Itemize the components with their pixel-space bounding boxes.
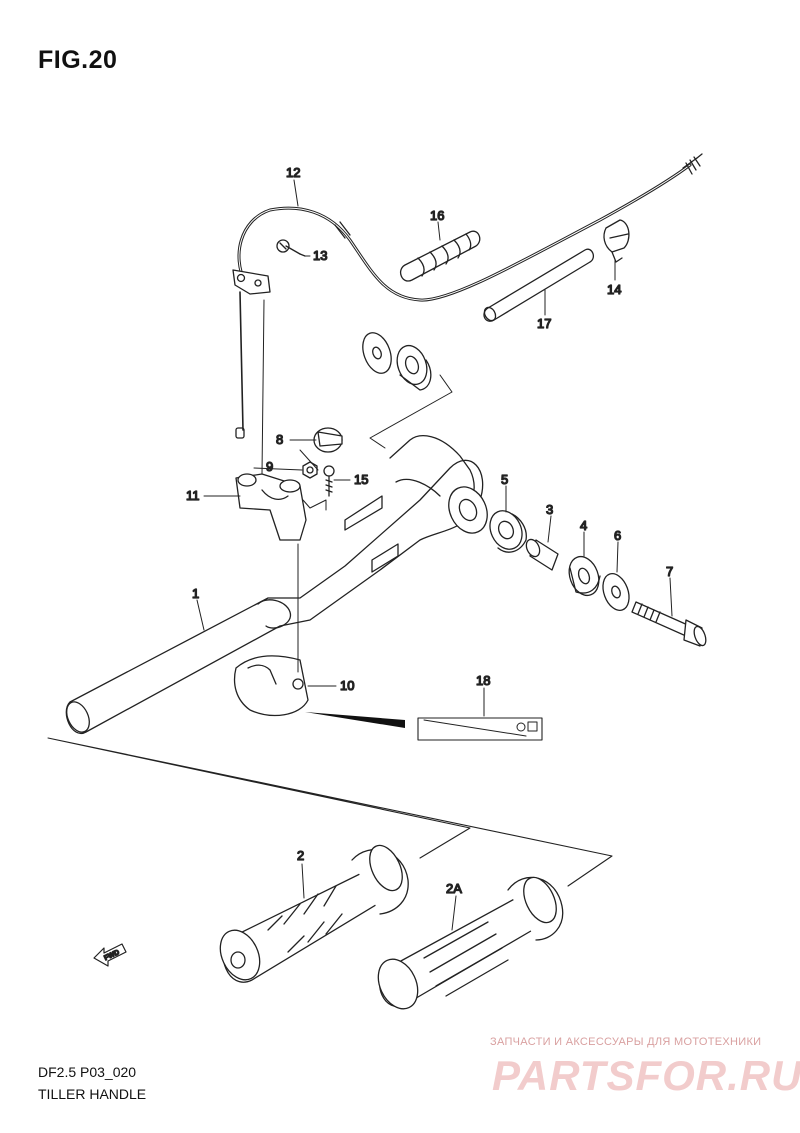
callout-8: 8 (276, 432, 283, 447)
callout-14: 14 (607, 282, 621, 297)
collar-3 (525, 538, 559, 571)
watermark-tagline: ЗАПЧАСТИ И АКСЕССУАРЫ ДЛЯ МОТОТЕХНИКИ (490, 1036, 762, 1048)
screw-13 (276, 239, 306, 257)
callout-2a: 2A (446, 881, 462, 896)
callout-3: 3 (546, 502, 553, 517)
callout-17: 17 (537, 316, 551, 331)
callout-1: 1 (192, 586, 199, 601)
callout-9: 9 (266, 459, 273, 474)
forward-direction-arrow: FWD (93, 943, 127, 967)
bolt-7 (631, 601, 707, 647)
bracket-11 (235, 473, 307, 541)
callout-leaders (196, 179, 673, 931)
grip-section-outline (47, 737, 613, 887)
leader-upper-washers (369, 374, 453, 449)
watermark-brand: PARTSFOR.RU (492, 1052, 800, 1099)
bracket-10 (233, 655, 309, 717)
callout-5: 5 (501, 472, 508, 487)
grip-2 (219, 844, 409, 983)
tiller-arm-1 (65, 435, 488, 735)
washer-upper (362, 332, 392, 374)
washer-4 (568, 555, 601, 597)
section-name: TILLER HANDLE (38, 1086, 147, 1102)
callout-7: 7 (666, 564, 673, 579)
assembly-leaders (261, 299, 327, 673)
callout-2: 2 (297, 848, 304, 863)
callout-12: 12 (286, 165, 300, 180)
callout-16: 16 (430, 208, 444, 223)
model-code: DF2.5 P03_020 (38, 1064, 137, 1080)
clip-14 (603, 219, 630, 263)
figure-title: FIG.20 (38, 46, 118, 74)
tube-17 (483, 248, 594, 322)
callout-15: 15 (354, 472, 368, 487)
nut-9 (302, 461, 318, 479)
callout-6: 6 (614, 528, 621, 543)
sleeve-16 (399, 230, 481, 282)
knob-8 (313, 427, 343, 453)
fwd-badge-text: FWD (103, 949, 120, 962)
screw-15 (323, 465, 335, 497)
bushing-upper (396, 344, 432, 391)
callout-11: 11 (186, 488, 200, 503)
throttle-cable (232, 153, 703, 439)
callout-10: 10 (340, 678, 354, 693)
callout-13: 13 (313, 248, 327, 263)
label-plate-18 (305, 712, 543, 741)
grip-2a (377, 876, 564, 1010)
washer-6 (602, 573, 630, 611)
callout-4: 4 (580, 518, 587, 533)
callout-18: 18 (476, 673, 490, 688)
bushing-5 (489, 510, 527, 553)
